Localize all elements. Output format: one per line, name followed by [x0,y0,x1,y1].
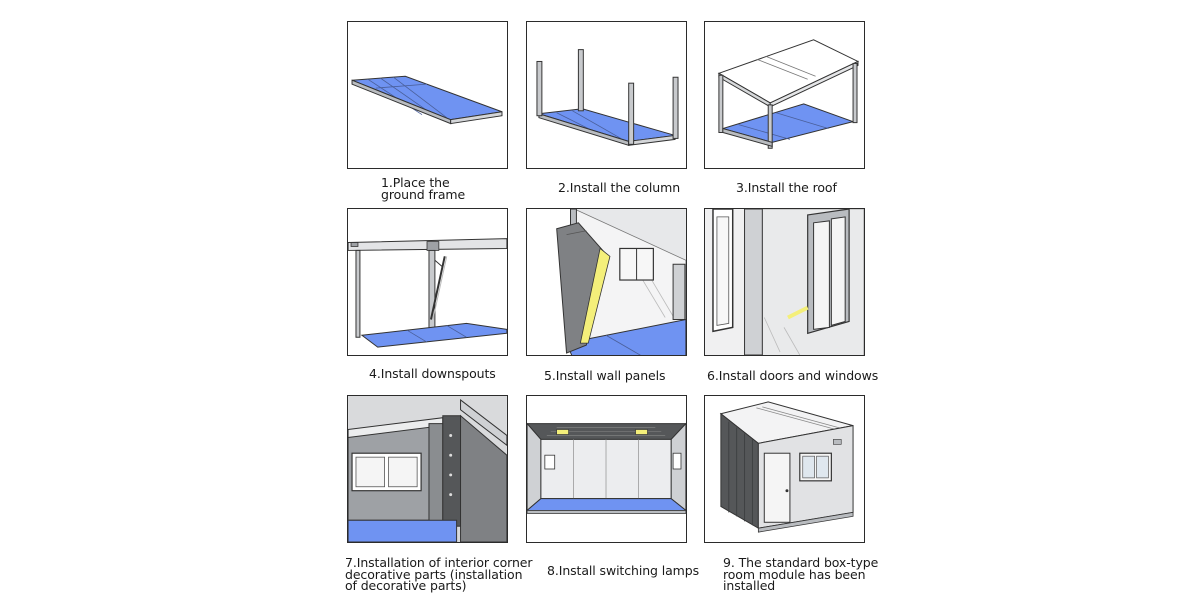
step-6-caption: 6.Install doors and windows [707,368,879,383]
step-9-caption: 9. The standard box-type room module has… [723,555,879,593]
step-7-caption: 7.Installation of interior corner decora… [345,555,533,593]
step-1-caption: 1.Place the ground frame [381,175,466,202]
step-9-illustration [704,395,865,543]
step-2-illustration [526,21,687,169]
step-5-illustration [526,208,687,356]
step-6-illustration [704,208,865,356]
step-4-caption: 4.Install downspouts [369,366,496,381]
step-2-caption: 2.Install the column [558,180,681,195]
step-3-caption: 3.Install the roof [736,180,837,195]
step-5-caption: 5.Install wall panels [544,368,666,383]
step-3-illustration [704,21,865,169]
step-8-illustration [526,395,687,543]
step-7-illustration [347,395,508,543]
step-4-illustration [347,208,508,356]
step-8-caption: 8.Install switching lamps [547,563,699,578]
step-1-illustration [347,21,508,169]
